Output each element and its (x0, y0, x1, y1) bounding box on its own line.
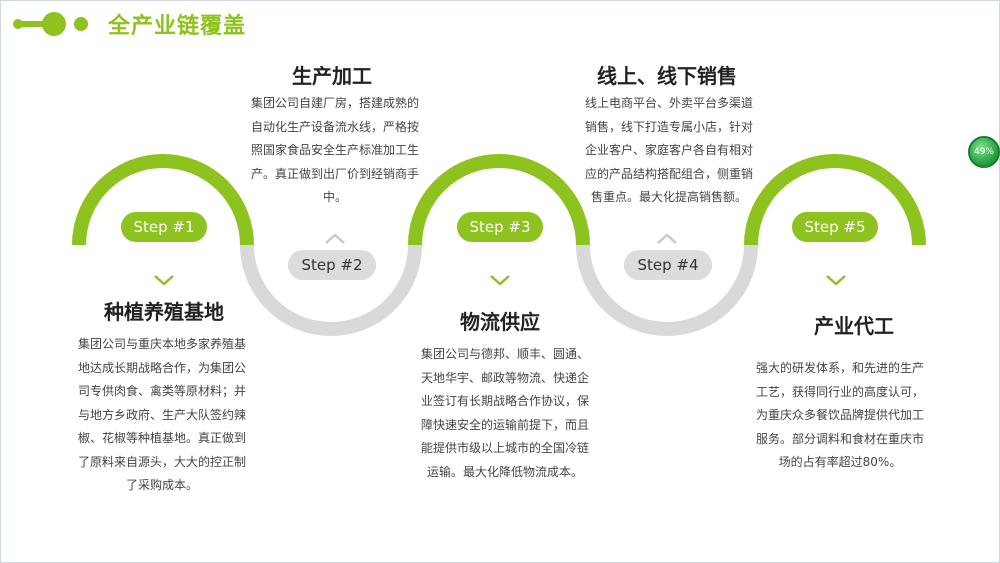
step-1-title: 种植养殖基地 (104, 300, 224, 324)
progress-badge[interactable]: 49% (968, 136, 1000, 168)
step-2-badge: Step #2 (288, 250, 376, 280)
step-1-badge: Step #1 (121, 212, 207, 242)
step-4-description: 线上电商平台、外卖平台多渠道销售，线下打造专属小店，针对企业客户、家庭客户各自有… (584, 96, 753, 204)
page-title: 全产业链覆盖 (108, 14, 247, 39)
step-5-title: 产业代工 (814, 314, 894, 338)
arc-step-5 (744, 154, 926, 246)
step-5-badge: Step #5 (792, 212, 878, 242)
arc-step-4 (576, 244, 758, 336)
step-3-badge: Step #3 (457, 212, 543, 242)
chevron-up-icon-2 (325, 233, 345, 244)
chevron-down-icon-5 (826, 275, 846, 286)
chevron-up-icon-4 (657, 233, 677, 244)
step-1-description: 集团公司与重庆本地多家养殖基地达成长期战略合作，为集团公司专供肉食、禽类等原材料… (78, 337, 247, 492)
step-2-title: 生产加工 (292, 64, 372, 88)
step-3-title: 物流供应 (460, 310, 540, 334)
step-4-badge: Step #4 (624, 250, 712, 280)
arc-step-3 (408, 154, 590, 246)
arc-step-2 (240, 244, 422, 336)
step-5-description: 强大的研发体系，和先进的生产工艺，获得同行业的高度认可，为重庆众多餐饮品牌提供代… (756, 361, 925, 469)
logo-dots-icon (13, 12, 88, 36)
chevron-down-icon-1 (154, 275, 174, 286)
chevron-down-icon-3 (490, 275, 510, 286)
step-4-title: 线上、线下销售 (597, 64, 737, 88)
arc-step-1 (72, 154, 254, 246)
step-3-description: 集团公司与德邦、顺丰、圆通、天地华宇、邮政等物流、快递企业签订有长期战略合作协议… (420, 347, 589, 479)
step-2-description: 集团公司自建厂房，搭建成熟的自动化生产设备流水线，严格按照国家食品安全生产标准加… (250, 96, 419, 204)
